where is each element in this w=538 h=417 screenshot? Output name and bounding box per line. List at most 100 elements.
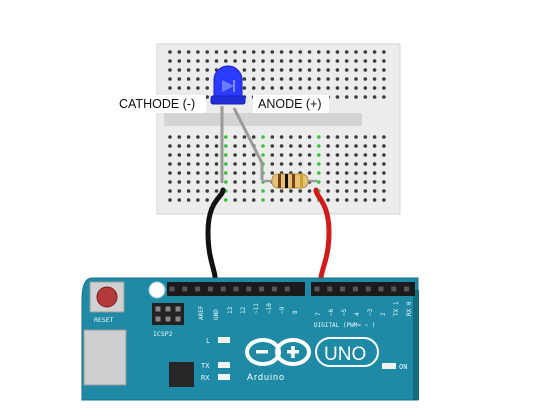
red-wire: [313, 187, 332, 291]
breadboard-hole-active: [224, 171, 228, 175]
breadboard-hole: [233, 50, 237, 54]
pin-label: TX 1: [393, 301, 400, 316]
breadboard-hole: [242, 135, 247, 139]
header-pin: [365, 286, 371, 292]
breadboard-hole: [363, 77, 368, 81]
breadboard-hole: [177, 68, 182, 72]
usb-connector: [83, 329, 127, 386]
breadboard-hole: [335, 189, 340, 193]
breadboard-hole: [363, 68, 368, 72]
breadboard-hole: [372, 68, 377, 72]
breadboard-hole: [205, 162, 209, 166]
breadboard-hole: [186, 68, 191, 72]
breadboard-hole: [307, 144, 312, 148]
breadboard-hole: [289, 162, 293, 166]
icsp-pin: [165, 306, 171, 312]
breadboard-hole: [224, 59, 228, 63]
breadboard-hole: [196, 189, 200, 193]
header-pin: [391, 286, 397, 292]
breadboard-hole: [279, 144, 284, 148]
breadboard-hole: [251, 162, 256, 166]
breadboard-hole: [382, 59, 386, 63]
breadboard-hole: [382, 171, 386, 175]
breadboard-hole: [363, 153, 368, 157]
breadboard-hole: [382, 189, 386, 193]
breadboard-hole: [363, 86, 368, 90]
breadboard-hole: [326, 77, 330, 81]
breadboard-hole: [344, 153, 349, 157]
breadboard-hole-active: [224, 198, 228, 202]
breadboard-hole: [344, 135, 349, 139]
breadboard-center-channel: [164, 113, 362, 126]
breadboard-hole: [382, 180, 386, 184]
breadboard-hole: [205, 95, 209, 99]
breadboard-hole: [196, 198, 200, 202]
breadboard-hole: [233, 59, 237, 63]
led-tx: [218, 362, 230, 368]
breadboard-hole: [354, 180, 358, 184]
breadboard-hole-active: [317, 180, 321, 184]
breadboard-hole: [186, 153, 191, 157]
breadboard-hole: [354, 144, 358, 148]
breadboard-hole: [372, 162, 377, 166]
breadboard-hole: [372, 171, 377, 175]
breadboard-hole: [279, 86, 284, 90]
breadboard-hole: [307, 68, 312, 72]
breadboard-hole: [270, 135, 275, 139]
svg-text:RX: RX: [201, 374, 210, 382]
blue-led: [210, 65, 246, 105]
breadboard-hole: [233, 162, 237, 166]
breadboard-hole: [186, 180, 191, 184]
breadboard-hole: [242, 153, 247, 157]
breadboard-hole: [168, 171, 172, 175]
led-rx: [218, 374, 230, 380]
icsp2-label: ICSP2: [153, 330, 173, 338]
breadboard-hole: [186, 59, 191, 63]
breadboard-hole: [251, 171, 256, 175]
pin-label: 7: [315, 312, 322, 316]
breadboard-hole: [344, 189, 349, 193]
led-l: [218, 337, 230, 343]
breadboard-hole: [372, 144, 377, 148]
breadboard-hole-active: [261, 198, 265, 202]
breadboard-hole: [335, 68, 340, 72]
breadboard-hole: [233, 135, 237, 139]
breadboard-hole: [279, 50, 284, 54]
breadboard-hole: [363, 95, 368, 99]
breadboard-hole: [317, 68, 321, 72]
breadboard-hole: [196, 77, 200, 81]
breadboard-hole: [382, 50, 386, 54]
breadboard-hole: [382, 95, 386, 99]
breadboard-hole: [344, 77, 349, 81]
breadboard-hole: [214, 171, 219, 175]
breadboard-hole: [196, 135, 200, 139]
breadboard-hole: [363, 180, 368, 184]
breadboard-hole: [186, 162, 191, 166]
breadboard-hole: [326, 68, 330, 72]
breadboard-hole: [177, 153, 182, 157]
breadboard-hole: [335, 198, 340, 202]
breadboard-hole: [344, 162, 349, 166]
breadboard-hole: [307, 86, 312, 90]
breadboard-hole: [279, 198, 284, 202]
breadboard-hole: [177, 50, 182, 54]
uno-badge: [315, 337, 379, 367]
breadboard-hole: [242, 198, 247, 202]
breadboard-hole: [233, 144, 237, 148]
breadboard-hole: [298, 77, 303, 81]
breadboard-hole: [233, 180, 237, 184]
breadboard-hole: [186, 189, 191, 193]
breadboard-hole: [354, 189, 358, 193]
breadboard-hole: [363, 144, 368, 148]
svg-text:L: L: [206, 337, 210, 345]
breadboard-hole: [261, 77, 265, 81]
breadboard-hole: [372, 153, 377, 157]
breadboard-hole: [344, 144, 349, 148]
header-pin: [378, 286, 384, 292]
breadboard-hole: [233, 198, 237, 202]
header-pin: [259, 286, 265, 292]
breadboard-hole: [363, 135, 368, 139]
breadboard-hole: [177, 59, 182, 63]
breadboard-hole: [382, 153, 386, 157]
breadboard-hole: [196, 86, 200, 90]
